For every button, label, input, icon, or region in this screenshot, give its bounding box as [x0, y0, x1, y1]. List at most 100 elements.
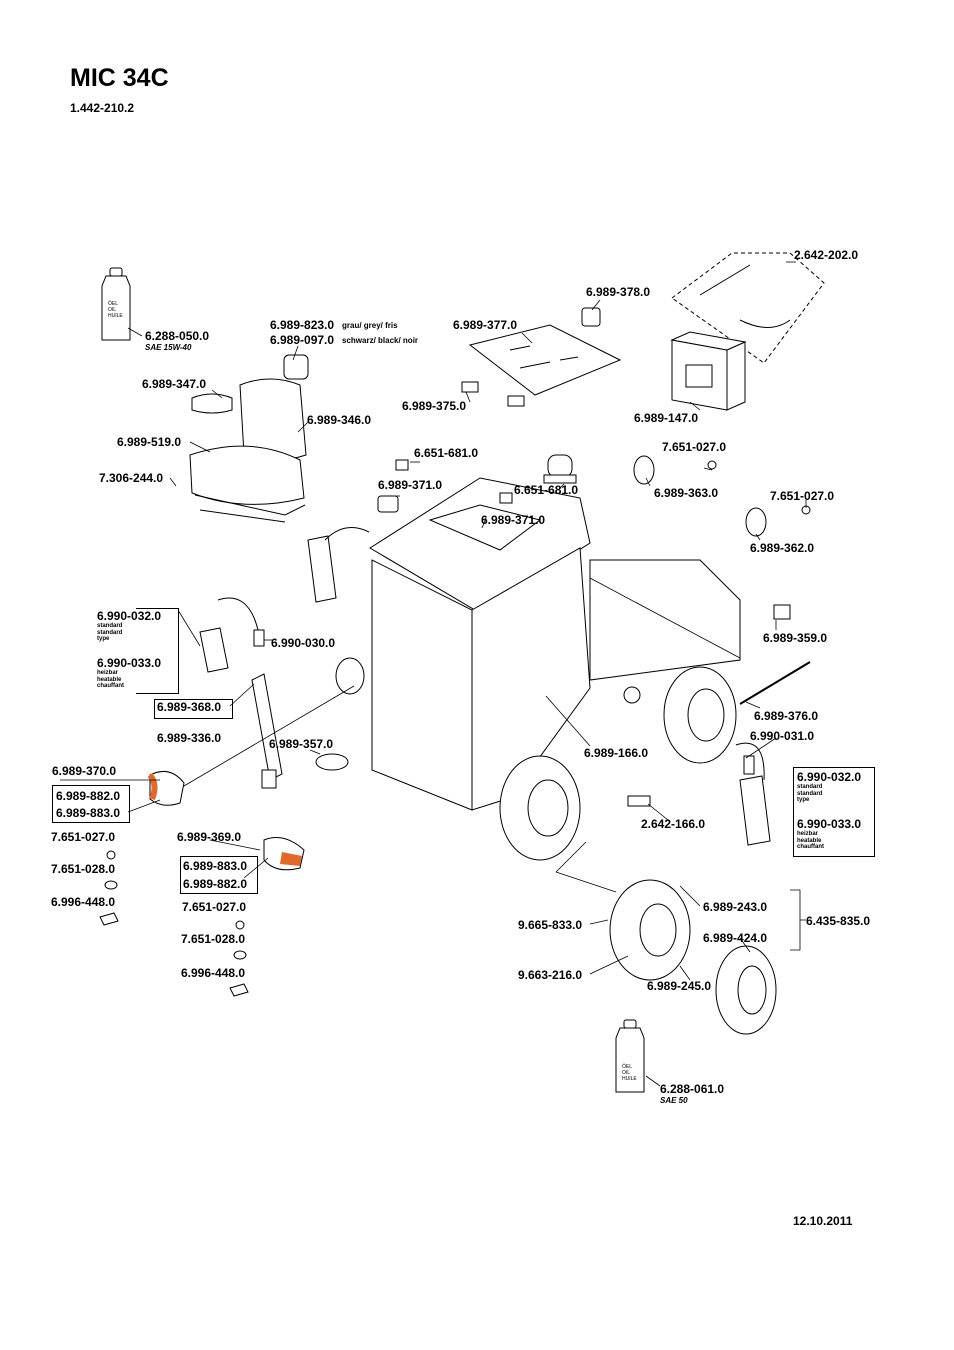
part-headrest-grey: 6.989-823.0 — [270, 318, 335, 332]
part-wheel-bolt: 6.989-245.0 — [647, 979, 712, 993]
lever-icon — [315, 753, 349, 771]
document-date: 12.10.2011 — [793, 1214, 853, 1228]
part-roof-light-left: 6.989-371.0 — [378, 478, 443, 492]
oil-bottle-bottom-label-2: OIL — [622, 1070, 630, 1076]
part-hinge: 6.989-375.0 — [402, 399, 467, 413]
battery-icon — [670, 331, 747, 411]
headlamp-right-group-box — [180, 856, 258, 894]
part-mirror-std-right-note: standard standard type — [797, 784, 823, 803]
part-seat: 6.989-519.0 — [117, 435, 182, 449]
part-mirror-heat-left: 6.990-033.0 — [97, 656, 162, 670]
part-cable-set: 2.642-202.0 — [794, 248, 859, 262]
mirror-right-icon — [735, 742, 771, 846]
part-wiper-motor: 6.989-336.0 — [157, 731, 222, 745]
part-headlamp-right: 6.989-369.0 — [177, 830, 242, 844]
part-mirror-heat-right-note: heizbar heatable chauffant — [797, 831, 824, 850]
rear-lamp-b-icon — [745, 507, 767, 537]
part-bulb-b: 7.651-027.0 — [770, 489, 835, 503]
part-tyre: 9.665-833.0 — [518, 918, 583, 932]
part-seat-back: 6.989-346.0 — [307, 413, 372, 427]
part-mirror-heat-left-note: heizbar heatable chauffant — [97, 670, 124, 689]
headlamp-left-icon — [147, 770, 185, 806]
mirror-right-group-box — [793, 767, 875, 857]
part-roof-light-right: 6.989-371.0 — [481, 513, 546, 527]
spare-wheel-icon — [609, 879, 691, 981]
headlamp-right-icon — [263, 837, 305, 871]
roof-light-left-icon — [377, 495, 399, 513]
part-bulb-a: 7.651-027.0 — [662, 440, 727, 454]
part-bulb-c: 7.651-027.0 — [51, 830, 116, 844]
reflector-icon — [623, 686, 641, 704]
part-lever: 6.989-357.0 — [269, 737, 334, 751]
bulb-c-icon — [106, 850, 116, 860]
part-oil-top-note: SAE 15W-40 — [145, 343, 192, 352]
front-wheel-icon — [499, 755, 581, 861]
side-mirror-icon — [335, 657, 365, 695]
oil-bottle-bottom-label-3: HUILE — [622, 1076, 637, 1082]
headlamp-left-group-box — [52, 785, 130, 823]
cable-icon — [699, 264, 791, 328]
part-bulb-d: 7.651-028.0 — [51, 862, 116, 876]
mirror-left-group-box — [136, 608, 179, 694]
tube-icon — [715, 945, 777, 1035]
oil-bottle-top-icon: ÖEL OIL HUILE — [101, 267, 131, 341]
part-beacon-holder: 6.651-681.0 — [414, 446, 479, 460]
leader-lines — [60, 261, 807, 1087]
part-mirror-arm-right: 6.990-031.0 — [750, 729, 815, 743]
clip-icon — [581, 307, 601, 327]
part-rim: 9.663-216.0 — [518, 968, 583, 982]
connector-icon — [627, 795, 651, 807]
part-rear-lamp-a: 6.989-363.0 — [654, 486, 719, 500]
cab-body-icon — [369, 477, 741, 811]
part-rod: 6.989-376.0 — [754, 709, 819, 723]
part-lens-right-b: 6.989-882.0 — [183, 877, 248, 891]
part-mirror-heat-right: 6.990-033.0 — [797, 817, 862, 831]
part-mirror-arm-left: 6.990-030.0 — [271, 636, 336, 650]
rear-lamp-a-icon — [633, 455, 655, 485]
part-mirror-std-right: 6.990-032.0 — [797, 770, 862, 784]
part-wheel-kit: 6.435-835.0 — [806, 914, 871, 928]
wiper-arm-icon — [251, 673, 283, 781]
wiper-group-box — [154, 699, 233, 719]
part-socket-left: 6.996-448.0 — [51, 895, 116, 909]
seat-icon — [189, 354, 309, 523]
rear-wheel-icon — [663, 666, 737, 764]
part-oil-bottom-note: SAE 50 — [660, 1096, 688, 1105]
socket-left-icon — [99, 912, 119, 926]
part-mirror-std-left: 6.990-032.0 — [97, 609, 162, 623]
beacon-icon — [543, 454, 577, 484]
part-headlamp-left: 6.989-370.0 — [52, 764, 117, 778]
oil-bottle-bottom-label-1: ÖEL — [622, 1063, 632, 1070]
bulb-f-icon — [233, 950, 247, 960]
mirror-left-icon — [199, 597, 265, 673]
oil-bottle-bottom-icon: ÖEL OIL HUILE — [615, 1019, 645, 1093]
part-tube: 6.989-424.0 — [703, 931, 768, 945]
part-bulb-f: 7.651-028.0 — [181, 932, 246, 946]
part-lens-left-a: 6.989-882.0 — [56, 789, 121, 803]
socket-right-icon — [229, 983, 249, 997]
oil-bottle-top-label-2: OIL — [108, 307, 116, 313]
beacon-holder-icon — [395, 459, 409, 471]
oil-bottle-top-label-3: HUILE — [108, 313, 123, 319]
document-number: 1.442-210.2 — [70, 101, 135, 115]
part-windscreen: 6.989-377.0 — [453, 318, 518, 332]
bulb-d-icon — [104, 880, 118, 890]
part-rear-lamp-b: 6.989-362.0 — [750, 541, 815, 555]
mirror-flasher-icon — [773, 604, 791, 620]
part-lens-right-a: 6.989-883.0 — [183, 859, 248, 873]
part-reflector: 6.989-166.0 — [584, 746, 649, 760]
part-bulb-e: 7.651-027.0 — [182, 900, 247, 914]
beacon-holder-2-icon — [499, 492, 513, 504]
wiper-motor-icon — [261, 769, 277, 789]
part-headrest-black: 6.989-097.0 — [270, 333, 335, 347]
windscreen-icon — [461, 324, 622, 407]
part-wiper-arm: 6.989-368.0 — [157, 700, 222, 714]
part-valve: 6.989-243.0 — [703, 900, 768, 914]
part-socket-right: 6.996-448.0 — [181, 966, 246, 980]
part-clip-top: 6.989-378.0 — [586, 285, 651, 299]
page-title: MIC 34C — [70, 64, 169, 92]
part-beacon: 6.651-681.0 — [514, 483, 579, 497]
bulb-e-icon — [235, 920, 245, 930]
part-oil-top: 6.288-050.0 — [145, 329, 210, 343]
